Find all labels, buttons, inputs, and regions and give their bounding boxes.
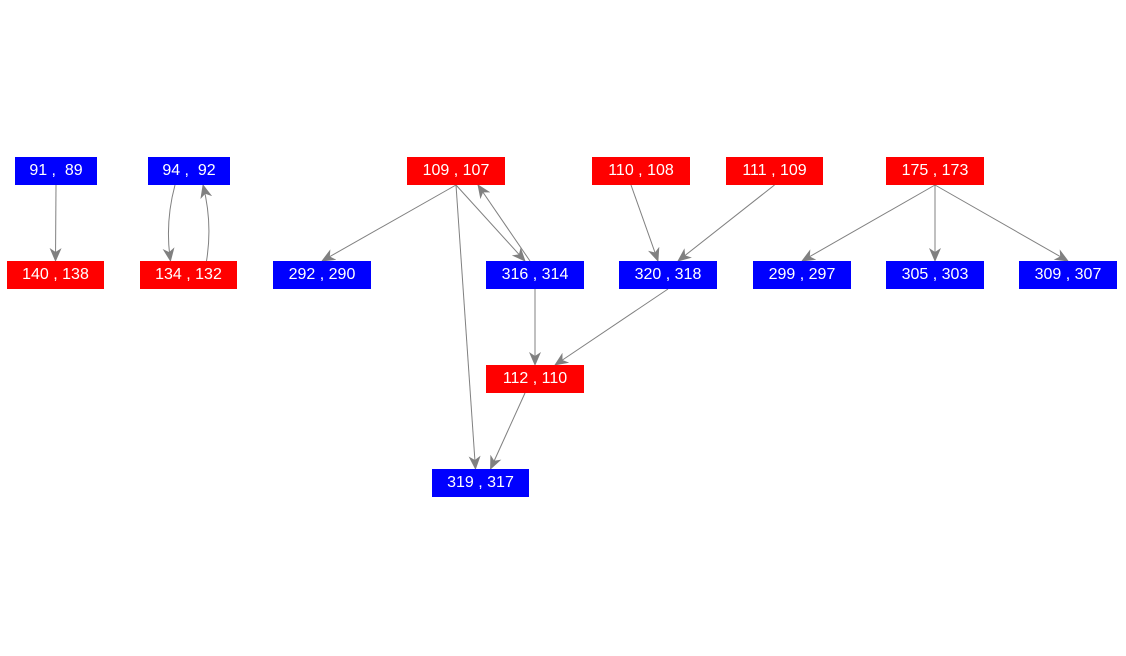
graph-node[interactable]: 112 , 110: [486, 365, 584, 393]
graph-node[interactable]: 316 , 314: [486, 261, 584, 289]
graph-node[interactable]: 320 , 318: [619, 261, 717, 289]
edge-arrow: [554, 288, 669, 366]
edge-arrow: [49, 184, 62, 262]
edge-arrow: [677, 184, 775, 262]
edge-arrow: [630, 184, 660, 262]
edge-arrow: [455, 184, 481, 470]
graph-node[interactable]: 94 , 92: [148, 157, 230, 185]
graph-node[interactable]: 111 , 109: [726, 157, 823, 185]
edge-arrow: [477, 184, 531, 262]
edge-arrow: [200, 184, 213, 262]
edge-arrow: [321, 184, 457, 262]
graph-node[interactable]: 319 , 317: [432, 469, 529, 497]
graph-node[interactable]: 110 , 108: [592, 157, 690, 185]
graph-node[interactable]: 305 , 303: [886, 261, 984, 289]
edge-arrow: [934, 184, 1069, 262]
edge-arrow: [490, 392, 526, 470]
graph-node[interactable]: 309 , 307: [1019, 261, 1117, 289]
edge-arrow: [455, 184, 526, 262]
graph-node[interactable]: 91 , 89: [15, 157, 97, 185]
graph-node[interactable]: 109 , 107: [407, 157, 505, 185]
edge-arrow: [801, 184, 936, 262]
graph-node[interactable]: 292 , 290: [273, 261, 371, 289]
edge-arrow: [162, 184, 176, 262]
graph-node[interactable]: 175 , 173: [886, 157, 984, 185]
graph-node[interactable]: 140 , 138: [7, 261, 104, 289]
graph-node[interactable]: 299 , 297: [753, 261, 851, 289]
graph-node[interactable]: 134 , 132: [140, 261, 237, 289]
